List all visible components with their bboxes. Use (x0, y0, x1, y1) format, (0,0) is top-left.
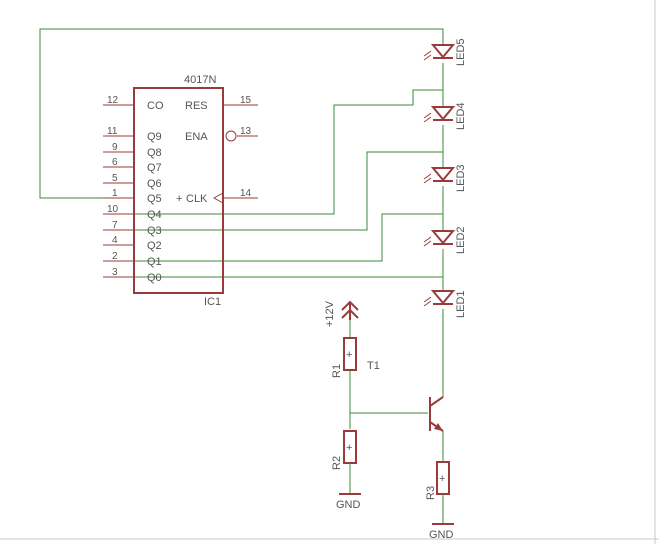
transistor-label: T1 (367, 360, 380, 372)
pin-num: 6 (112, 157, 118, 168)
resistor-label: R1 (331, 364, 343, 378)
led-label: LED1 (455, 290, 467, 318)
wires (39, 28, 444, 462)
resistor-r1: + R1 (331, 337, 357, 378)
pin-num: 13 (240, 126, 252, 137)
resistor-r2: + R2 GND (331, 430, 361, 511)
ic-4017: 4017N IC1 12 11 9 6 5 1 10 7 4 2 3 CO Q (103, 74, 258, 308)
ic-part-label: 4017N (184, 74, 216, 86)
resistor-plus: + (439, 473, 445, 485)
pin-num: 4 (112, 235, 118, 246)
ground-label: GND (336, 499, 361, 511)
pin-label: Q3 (147, 225, 162, 237)
pin-num: 12 (107, 95, 119, 106)
resistor-r3: + R3 GND (425, 461, 454, 541)
led-label: LED5 (455, 38, 467, 66)
pin-num: 9 (112, 142, 118, 153)
pin-label: Q7 (147, 162, 162, 174)
clk-prefix: + (176, 193, 182, 205)
led-1: LED1 (423, 290, 467, 318)
pin-num: 1 (112, 188, 118, 199)
resistor-label: R3 (425, 486, 437, 500)
pin-label: ENA (185, 131, 208, 143)
led-label: LED3 (455, 164, 467, 192)
pin-num: 10 (107, 204, 119, 215)
pin-num: 7 (112, 220, 118, 231)
supply-symbol: +12V (324, 300, 359, 327)
resistor-plus: + (346, 442, 352, 454)
led-label: LED2 (455, 226, 467, 254)
led-3: LED3 (423, 164, 467, 192)
ena-inverter-bubble (225, 130, 237, 142)
led-array: LED5 LED4 LED3 LED2 (423, 38, 467, 318)
led-5: LED5 (423, 38, 467, 66)
pin-label: Q8 (147, 147, 162, 159)
pin-num: 5 (112, 173, 118, 184)
pin-num: 11 (107, 126, 118, 137)
ground-label: GND (429, 529, 454, 541)
pin-label: CO (147, 100, 164, 112)
pin-label: RES (185, 100, 208, 112)
resistor-label: R2 (331, 456, 343, 470)
pin-label: Q2 (147, 240, 162, 252)
ic-name-label: IC1 (204, 296, 221, 308)
pin-label: Q6 (147, 178, 162, 190)
ic-body (133, 87, 224, 294)
pin-label: Q1 (147, 256, 162, 268)
pin-num: 14 (240, 188, 252, 199)
led-label: LED4 (455, 102, 467, 130)
pin-num: 2 (112, 251, 118, 262)
led-2: LED2 (423, 226, 467, 254)
resistor-plus: + (346, 349, 352, 361)
pin-label: Q4 (147, 209, 162, 221)
pin-num: 15 (240, 95, 252, 106)
supply-label: +12V (324, 300, 336, 327)
pin-label: Q5 (147, 193, 162, 205)
led-4: LED4 (423, 102, 467, 130)
pin-label: CLK (186, 193, 208, 205)
pin-num: 3 (112, 267, 118, 278)
pin-label: Q9 (147, 131, 162, 143)
transistor-t1 (429, 396, 444, 432)
pin-label: Q0 (147, 272, 162, 284)
